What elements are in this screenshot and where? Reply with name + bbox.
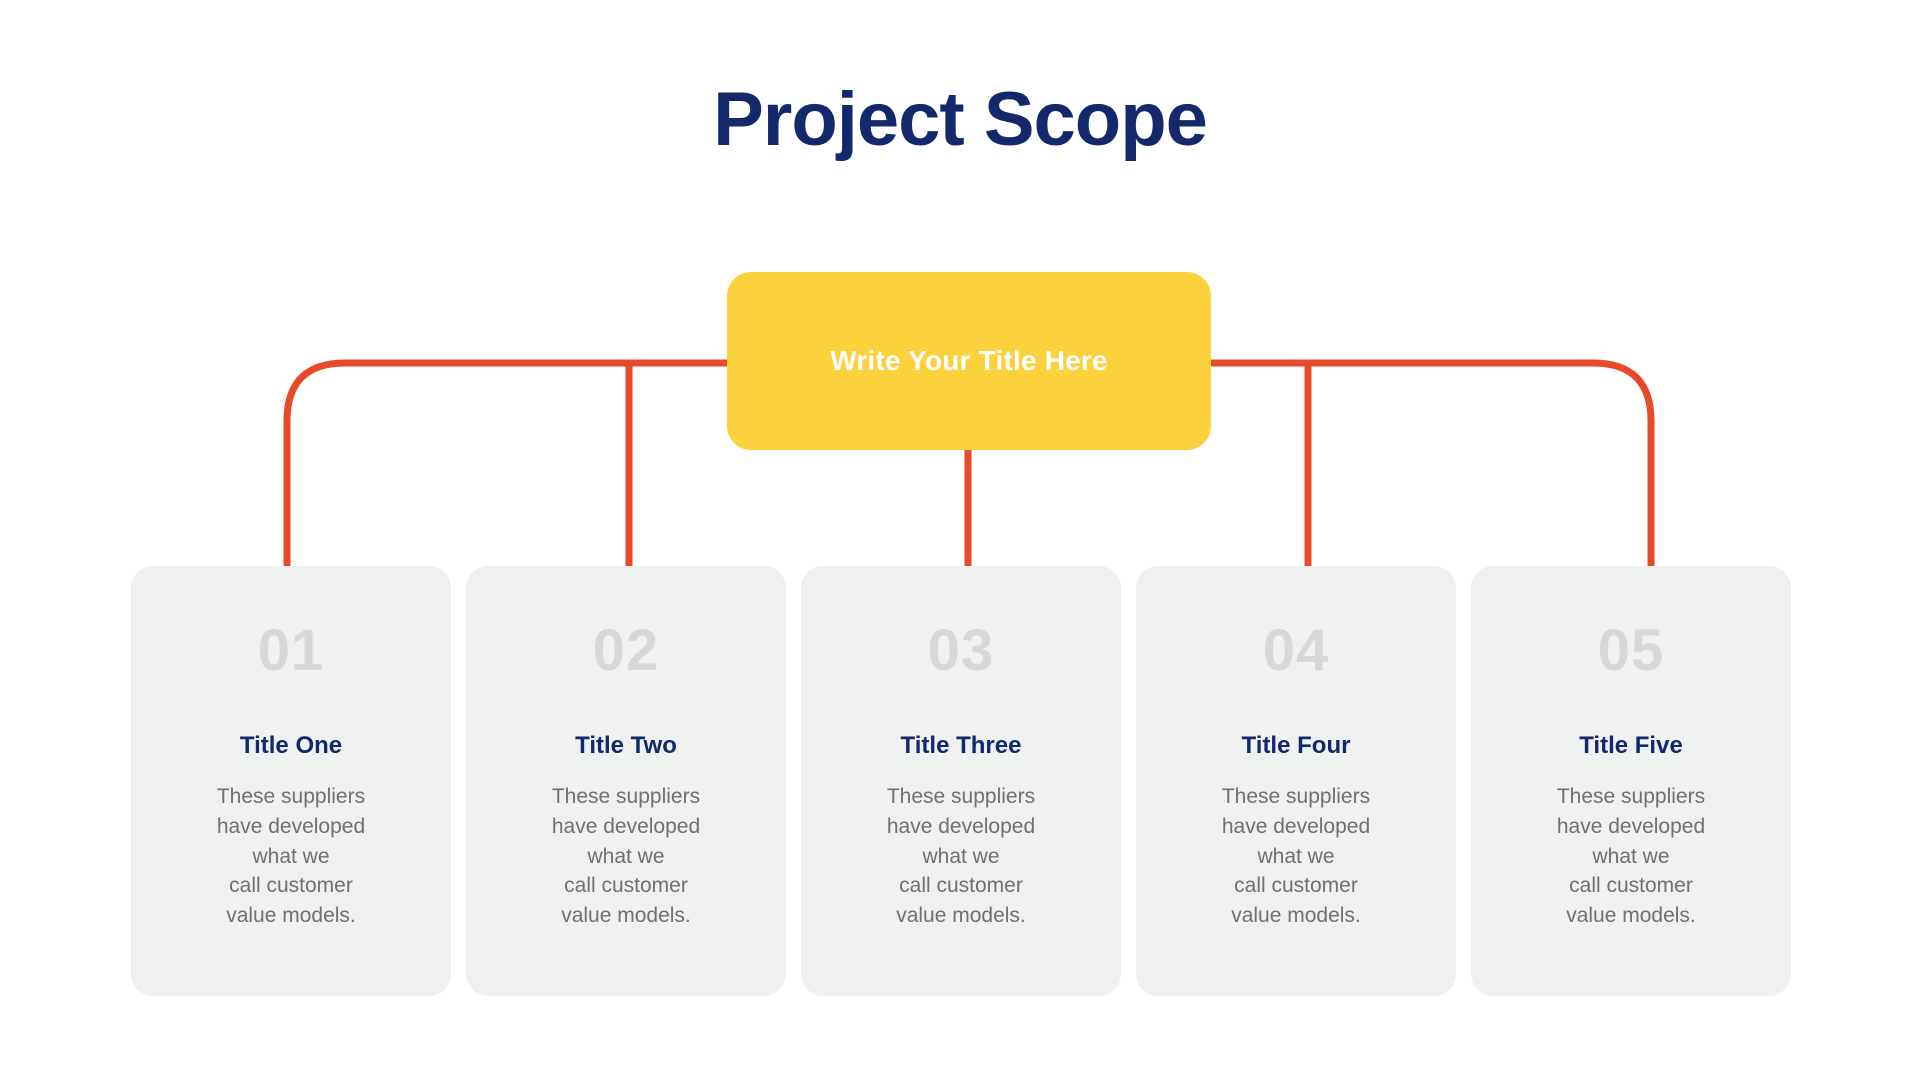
card-body: These suppliers have developed what we c… (1221, 785, 1371, 928)
card-02[interactable]: 02 Title Two These suppliers have develo… (466, 566, 786, 996)
card-title: Title Two (575, 732, 677, 759)
card-number: 01 (257, 618, 325, 683)
card-body: These suppliers have developed what we c… (886, 785, 1036, 928)
center-node[interactable]: Write Your Title Here (727, 272, 1211, 450)
card-number: 02 (592, 618, 660, 683)
card-body: These suppliers have developed what we c… (1556, 785, 1706, 928)
card-body: These suppliers have developed what we c… (551, 785, 701, 928)
card-title: Title Five (1579, 732, 1683, 759)
connector-branch-05 (1207, 359, 1655, 566)
card-title: Title One (239, 732, 343, 759)
card-01[interactable]: 01 Title One These suppliers have develo… (131, 566, 451, 996)
card-number: 04 (1262, 618, 1330, 683)
card-title: Title Four (1241, 732, 1351, 759)
card-03[interactable]: 03 Title Three These suppliers have deve… (801, 566, 1121, 996)
card-number: 05 (1597, 618, 1665, 683)
connector-branch-01 (283, 359, 731, 566)
card-body: These suppliers have developed what we c… (216, 785, 366, 928)
center-node-label: Write Your Title Here (830, 345, 1108, 376)
card-04[interactable]: 04 Title Four These suppliers have devel… (1136, 566, 1456, 996)
card-row: 01 Title One These suppliers have develo… (131, 566, 1791, 996)
card-title: Title Three (900, 732, 1022, 759)
card-05[interactable]: 05 Title Five These suppliers have devel… (1471, 566, 1791, 996)
page-title: Project Scope (713, 77, 1208, 162)
card-number: 03 (927, 618, 995, 683)
